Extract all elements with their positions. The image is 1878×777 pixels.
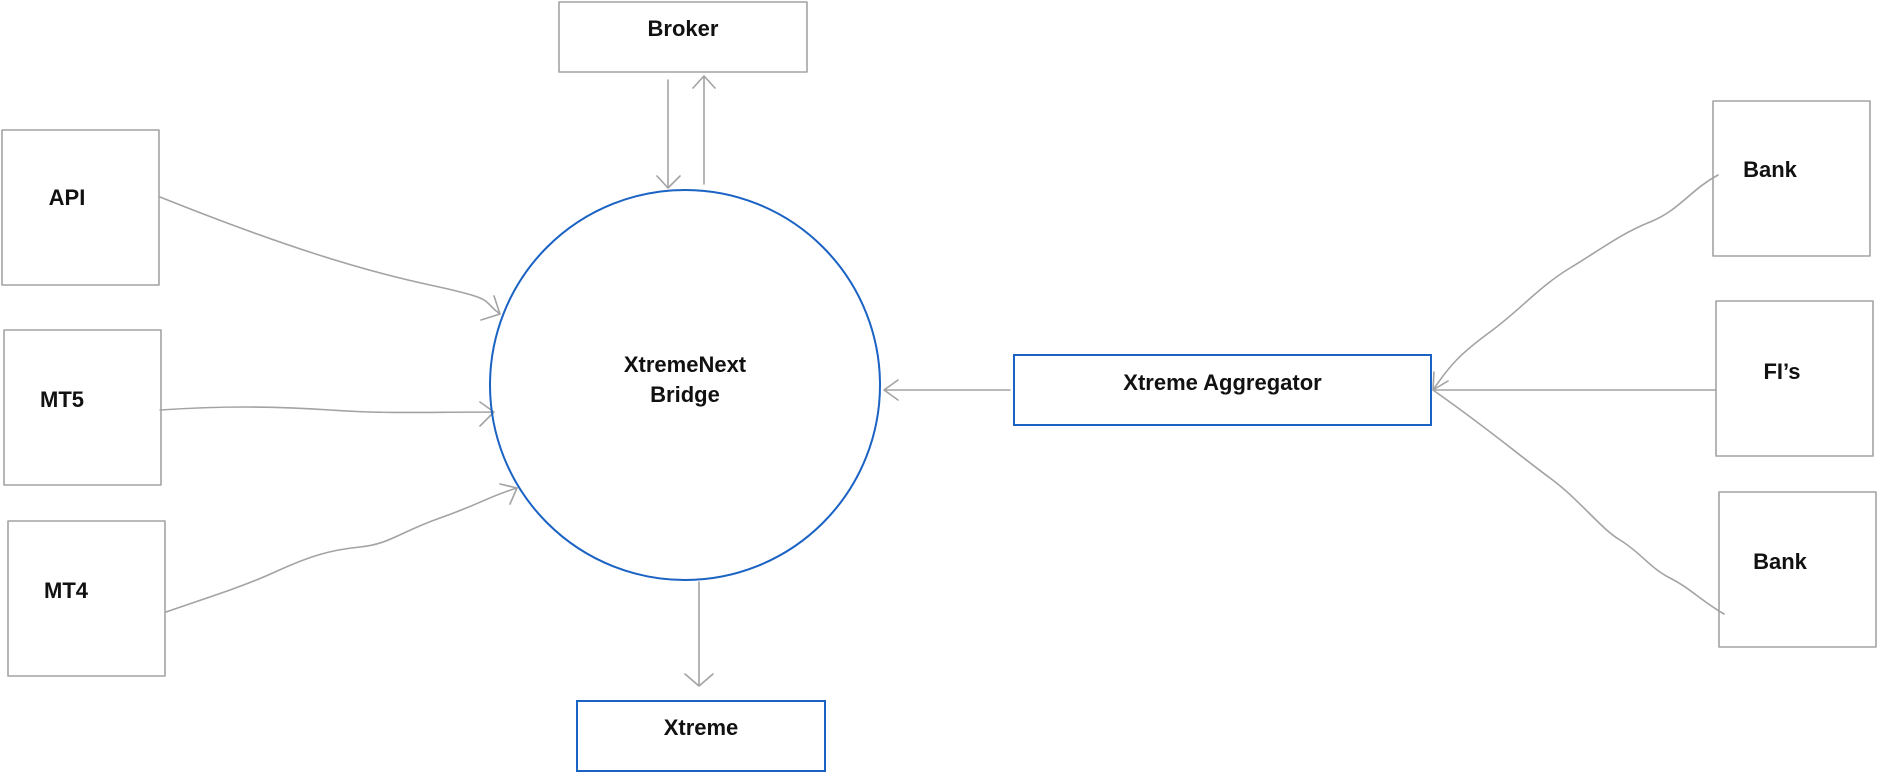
bank-bottom-label: Bank — [1753, 549, 1807, 574]
api-box — [1, 129, 160, 286]
mt4-to-hub-arrow — [165, 483, 518, 613]
broker-label: Broker — [647, 16, 719, 41]
broker-to-hub-arrow — [656, 79, 681, 189]
bank-top-to-aggregator-line — [1432, 174, 1719, 391]
bank-top-label: Bank — [1743, 157, 1797, 182]
fis-label: FI’s — [1763, 359, 1801, 384]
hub-to-broker-arrow — [692, 75, 716, 185]
xtreme-label: Xtreme — [663, 715, 739, 740]
bridge-hub-circle — [489, 189, 881, 581]
bank-bottom-to-aggregator-line — [1432, 389, 1725, 615]
xtreme-box — [576, 700, 826, 772]
hub-title-line-1: XtremeNext — [623, 352, 747, 377]
api-to-hub-arrow — [159, 196, 501, 321]
fis-box — [1715, 300, 1874, 457]
bank-bottom-box — [1718, 491, 1877, 648]
mt4-box — [7, 520, 166, 677]
aggregator-to-hub-arrow — [883, 379, 1011, 401]
hub-to-xtreme-arrow — [684, 581, 714, 687]
hub-title-line-2: Bridge — [650, 382, 720, 407]
broker-box — [558, 1, 808, 73]
mt5-to-hub-arrow — [159, 401, 495, 427]
mt5-label: MT5 — [40, 387, 84, 412]
mt5-box — [3, 329, 162, 486]
mt4-label: MT4 — [44, 578, 88, 603]
aggregator-box — [1013, 354, 1432, 426]
aggregator-label: Xtreme Aggregator — [1123, 370, 1322, 395]
api-label: API — [48, 185, 86, 210]
